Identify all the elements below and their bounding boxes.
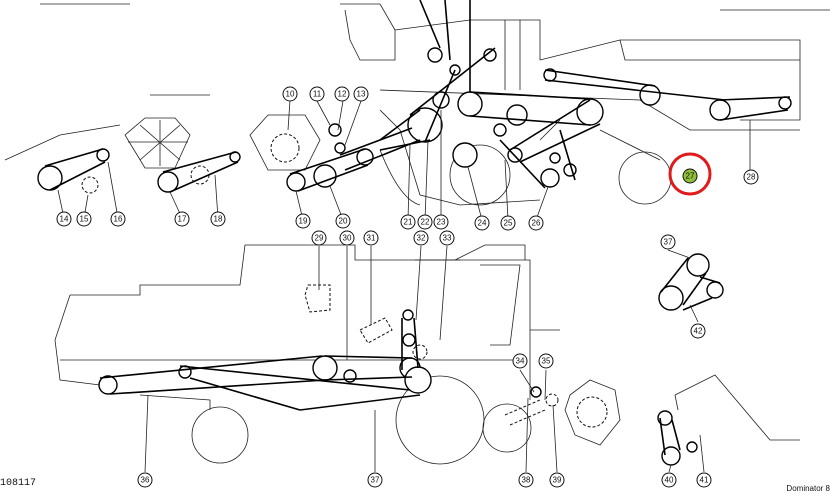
lower-right-rotor <box>504 379 621 446</box>
callout-label: 23 <box>437 218 446 227</box>
callout-label: 18 <box>214 215 223 224</box>
callout-label: 42 <box>694 327 703 336</box>
callout-23: 23 <box>433 214 449 230</box>
callout-14: 14 <box>56 211 72 227</box>
callout-16: 16 <box>110 211 126 227</box>
callout-label: 38 <box>522 476 531 485</box>
callout-label: 37 <box>371 476 380 485</box>
callout-12: 12 <box>334 86 350 102</box>
callout-22: 22 <box>417 214 433 230</box>
callout-27: 27 <box>668 152 712 196</box>
callout-label: 10 <box>286 90 295 99</box>
callout-label: 21 <box>404 218 413 227</box>
detail-40-41 <box>657 374 800 473</box>
lower-leader-lines <box>144 245 558 473</box>
figure-id: 108117 <box>0 478 37 489</box>
callout-label: 30 <box>343 234 352 243</box>
callout-41: 41 <box>696 472 712 488</box>
callout-label: 32 <box>417 234 426 243</box>
callout-label: 28 <box>747 173 756 182</box>
callout-label: 29 <box>315 234 324 243</box>
callout-40: 40 <box>661 472 677 488</box>
callout-39: 39 <box>549 472 565 488</box>
callout-21: 21 <box>400 214 416 230</box>
callout-label: 25 <box>504 219 513 228</box>
callout-label: 12 <box>338 90 347 99</box>
upper-belts <box>37 0 792 194</box>
callout-label: 41 <box>700 476 709 485</box>
callout-label: 35 <box>542 357 551 366</box>
caption-fragment: Dominator 8 <box>786 484 830 493</box>
callout-37: 37 <box>367 472 383 488</box>
callout-34: 34 <box>512 353 528 369</box>
callout-label: 26 <box>532 219 541 228</box>
callout-label: 17 <box>178 215 187 224</box>
callout-label: 31 <box>367 234 376 243</box>
callout-38: 38 <box>518 472 534 488</box>
callout-label: 14 <box>60 215 69 224</box>
callout-label: 13 <box>357 90 366 99</box>
callout-label: 11 <box>313 90 322 99</box>
callout-17: 17 <box>174 211 190 227</box>
callout-label: 36 <box>141 476 150 485</box>
callout-label: 39 <box>553 476 562 485</box>
lower-machine-outline <box>54 244 560 465</box>
callout-label: 24 <box>478 219 487 228</box>
callout-33: 33 <box>439 230 455 246</box>
callout-32: 32 <box>413 230 429 246</box>
lower-belts <box>98 284 432 411</box>
callout-11: 11 <box>309 86 325 102</box>
callout-25: 25 <box>500 215 516 231</box>
callout-label: 40 <box>665 476 674 485</box>
callout-31: 31 <box>363 230 379 246</box>
callout-42: 42 <box>690 323 706 339</box>
callout-24: 24 <box>474 215 490 231</box>
callout-label: 34 <box>516 357 525 366</box>
callout-label: 16 <box>114 215 123 224</box>
callout-30: 30 <box>339 230 355 246</box>
callout-26: 26 <box>528 215 544 231</box>
callout-10: 10 <box>282 86 298 102</box>
callout-label: 37 <box>664 238 673 247</box>
detail-37-42 <box>658 249 724 323</box>
callout-label: 33 <box>443 234 452 243</box>
callout-35: 35 <box>538 353 554 369</box>
callout-19: 19 <box>295 213 311 229</box>
callout-20: 20 <box>335 213 351 229</box>
upper-machine-outline <box>4 3 830 206</box>
callout-label: 20 <box>339 217 348 226</box>
highlight-ring <box>668 152 712 196</box>
callout-37-detail: 37 <box>660 234 676 250</box>
callout-label: 19 <box>299 217 308 226</box>
callout-label: 15 <box>80 215 89 224</box>
upper-left-rotors <box>124 114 321 171</box>
callout-13: 13 <box>353 86 369 102</box>
callout-36: 36 <box>137 472 153 488</box>
callout-28: 28 <box>743 169 759 185</box>
callout-label: 27 <box>686 172 695 181</box>
callout-label: 22 <box>421 218 430 227</box>
callout-15: 15 <box>76 211 92 227</box>
callout-29: 29 <box>311 230 327 246</box>
callout-18: 18 <box>210 211 226 227</box>
